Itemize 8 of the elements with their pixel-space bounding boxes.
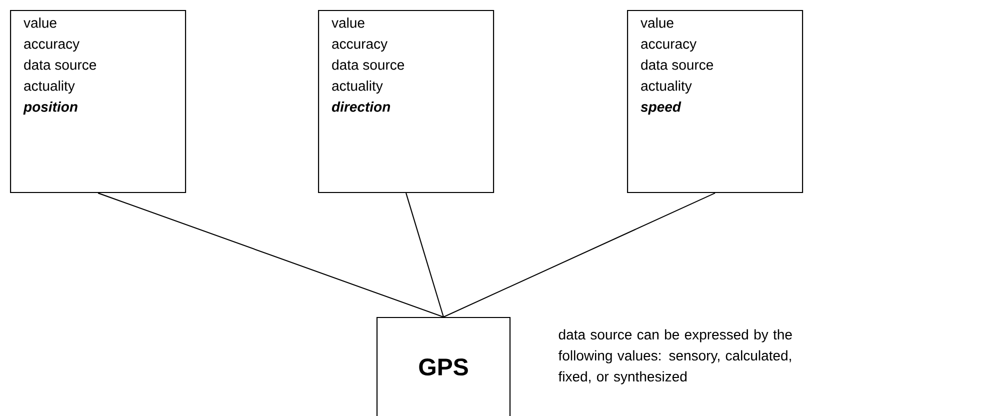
- connector-line: [443, 192, 716, 318]
- connector-line: [98, 192, 444, 318]
- attribute-box: value accuracy data source actuality position: [10, 10, 186, 194]
- connector-line: [406, 192, 444, 318]
- source-box: GPS: [376, 317, 511, 416]
- attribute-box: value accuracy data source actuality speed: [627, 10, 804, 194]
- attribute-box: value accuracy data source actuality direction: [318, 10, 494, 194]
- note-text: data source can be expressed by the following values: sensory, calculated, fixed, or synthesized: [558, 329, 792, 384]
